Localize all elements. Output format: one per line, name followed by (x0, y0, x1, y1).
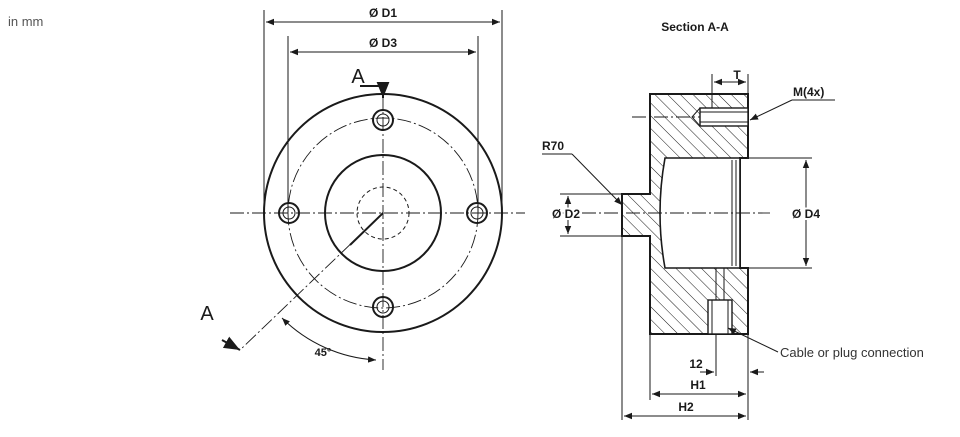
cable-label: Cable or plug connection (780, 345, 924, 360)
d3-label: Ø D3 (369, 36, 397, 50)
angle-arc (281, 317, 377, 363)
front-view: Ø D1 Ø D3 A (200, 6, 525, 370)
section-marker-bottom: A (200, 303, 214, 325)
units-label: in mm (8, 14, 44, 29)
h2-label: H2 (678, 400, 694, 414)
depth-label: T (733, 68, 741, 82)
d4-label: Ø D4 (792, 207, 820, 221)
section-title: Section A-A (661, 20, 729, 34)
d1-label: Ø D1 (369, 6, 397, 20)
section-marker-top: A (351, 66, 365, 88)
section-arrow-bottom (221, 336, 241, 351)
thread-label: M(4x) (793, 85, 824, 99)
h1-label: H1 (690, 378, 706, 392)
section-view: Section A-A T M(4x) R70 (542, 20, 924, 420)
cable-leader (727, 327, 779, 353)
thread-leader (749, 99, 793, 121)
radius-leader (571, 153, 623, 206)
angle-label: 45° (315, 347, 332, 359)
radius-label: R70 (542, 139, 564, 153)
d2-label: Ø D2 (552, 207, 580, 221)
thread-hole-top (699, 107, 749, 127)
dim12-label: 12 (689, 357, 703, 371)
